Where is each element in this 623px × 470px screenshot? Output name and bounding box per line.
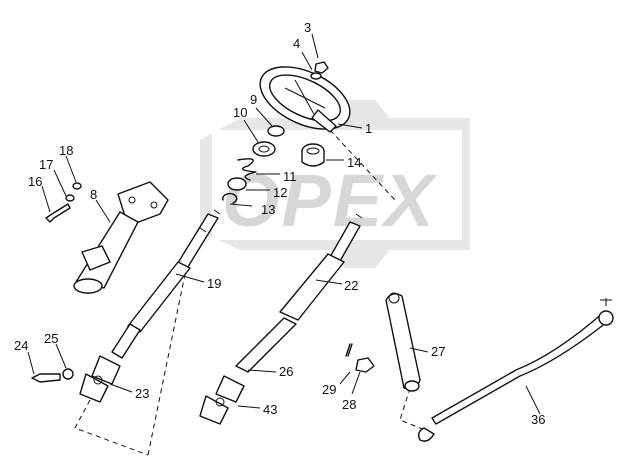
callout-3: 3 [304, 20, 311, 35]
tie-rod [417, 298, 614, 442]
callout-18: 18 [59, 143, 73, 158]
upper-universal-joint [79, 355, 121, 403]
column-support [73, 181, 169, 294]
nut-and-washer [310, 61, 329, 80]
circlip [222, 192, 238, 204]
spring [237, 158, 257, 181]
callout-28: 28 [342, 397, 356, 412]
callout-4: 4 [293, 36, 300, 51]
bolt-set [45, 182, 82, 223]
lower-universal-joint [199, 375, 245, 425]
steering-arm [385, 292, 421, 390]
callout-36: 36 [531, 412, 545, 427]
bushing [301, 143, 325, 167]
callout-29: 29 [322, 382, 336, 397]
spacer-ring [267, 125, 285, 137]
callout-9: 9 [250, 92, 257, 107]
callout-8: 8 [90, 187, 97, 202]
callout-numbers: 1 3 4 8 9 10 11 12 13 14 16 17 18 19 22 … [14, 20, 545, 427]
callout-25: 25 [44, 331, 58, 346]
callout-11: 11 [283, 169, 297, 184]
leader-lines [27, 33, 541, 415]
callout-13: 13 [261, 202, 275, 217]
callout-22: 22 [344, 278, 358, 293]
upper-steering-shaft [111, 209, 221, 359]
joint-bolt-and-nut [31, 368, 74, 383]
callout-24: 24 [14, 338, 28, 353]
steering-wheel [259, 66, 351, 133]
watermark-text: OPEX [222, 159, 438, 242]
callout-27: 27 [431, 344, 445, 359]
callout-43: 43 [263, 402, 277, 417]
callout-23: 23 [135, 386, 149, 401]
callout-10: 10 [233, 105, 247, 120]
callout-19: 19 [207, 276, 221, 291]
lower-steering-shaft [235, 213, 363, 373]
arm-fasteners [345, 343, 420, 392]
ring [227, 177, 247, 191]
callout-26: 26 [279, 364, 293, 379]
callout-16: 16 [28, 174, 42, 189]
callout-14: 14 [347, 155, 361, 170]
callout-1: 1 [365, 121, 372, 136]
callout-17: 17 [39, 157, 53, 172]
bearing [252, 141, 276, 157]
callout-12: 12 [273, 185, 287, 200]
